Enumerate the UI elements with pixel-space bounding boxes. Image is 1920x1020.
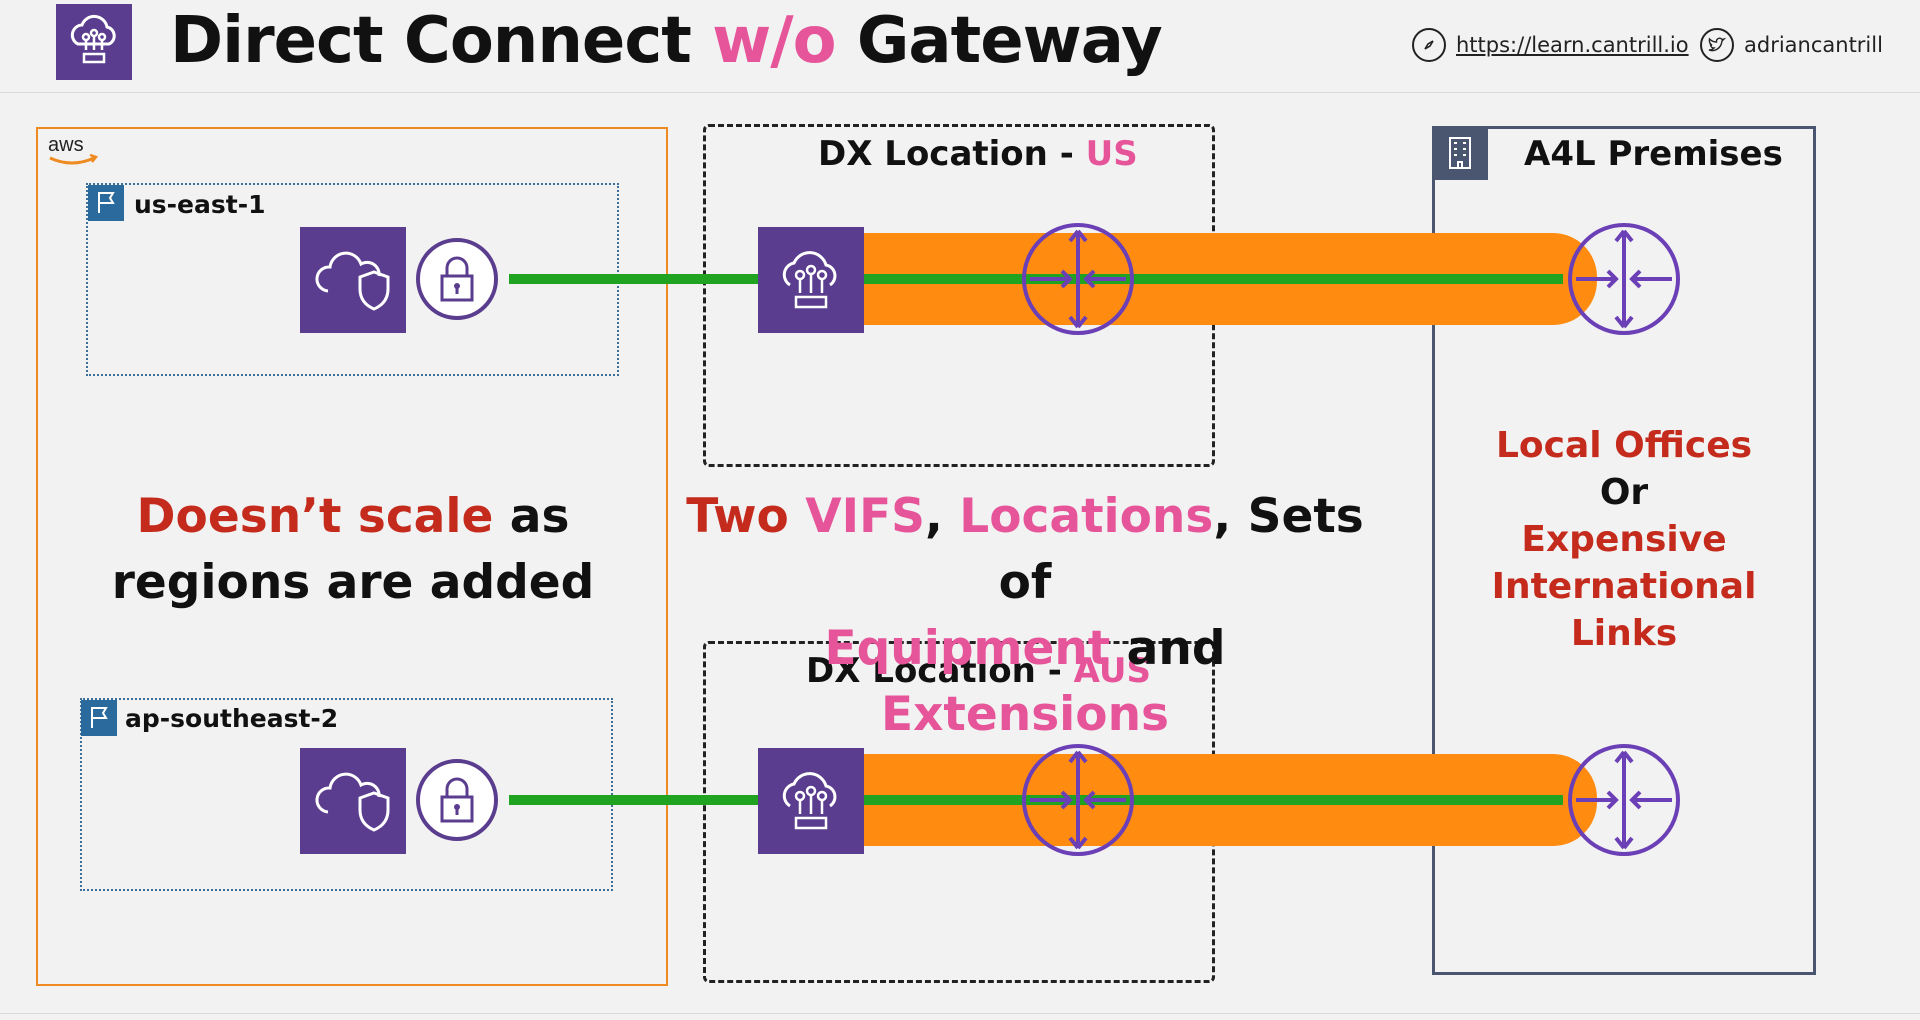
router-icon — [1568, 223, 1680, 335]
site-link[interactable]: https://learn.cantrill.io — [1412, 28, 1689, 62]
aws-cloud-boundary — [36, 127, 668, 986]
lock-icon — [416, 238, 498, 320]
router-icon — [1568, 744, 1680, 856]
site-link-text[interactable]: https://learn.cantrill.io — [1456, 33, 1689, 57]
footer-divider — [0, 1013, 1920, 1014]
dx-location-title: DX Location - US — [818, 134, 1138, 174]
building-icon — [1432, 126, 1488, 180]
region-label: us-east-1 — [134, 190, 266, 219]
lock-icon — [416, 759, 498, 841]
router-icon — [1022, 744, 1134, 856]
vpn-gateway-icon — [300, 748, 406, 854]
a4l-premises-boundary — [1432, 126, 1816, 975]
svg-text:aws: aws — [48, 134, 84, 156]
header-divider — [0, 92, 1920, 93]
direct-connect-icon — [758, 748, 864, 854]
scaling-message: Doesn’t scale as regions are added — [111, 489, 595, 610]
twitter-icon — [1700, 28, 1734, 62]
premises-message: Local Offices Or Expensive International… — [1491, 425, 1757, 654]
region-label: ap-southeast-2 — [125, 704, 339, 733]
premises-title: A4L Premises — [1524, 134, 1783, 174]
twitter-handle[interactable]: adriancantrill — [1744, 33, 1883, 57]
direct-connect-icon — [758, 227, 864, 333]
page-title: Direct Connect w/o Gateway — [170, 4, 1163, 78]
twitter-link[interactable]: adriancantrill — [1700, 28, 1883, 62]
vpn-gateway-icon — [300, 227, 406, 333]
direct-connect-header-icon — [56, 4, 132, 80]
region-flag-icon — [81, 700, 117, 736]
redundancy-message: Two VIFS, Locations, Sets of Equipment a… — [686, 489, 1364, 742]
region-flag-icon — [88, 185, 124, 221]
dx-location-title: DX Location - AUS — [806, 651, 1152, 691]
region-ap-southeast-2 — [80, 698, 613, 891]
aws-logo: aws — [46, 133, 102, 175]
compass-icon — [1412, 28, 1446, 62]
router-icon — [1022, 223, 1134, 335]
